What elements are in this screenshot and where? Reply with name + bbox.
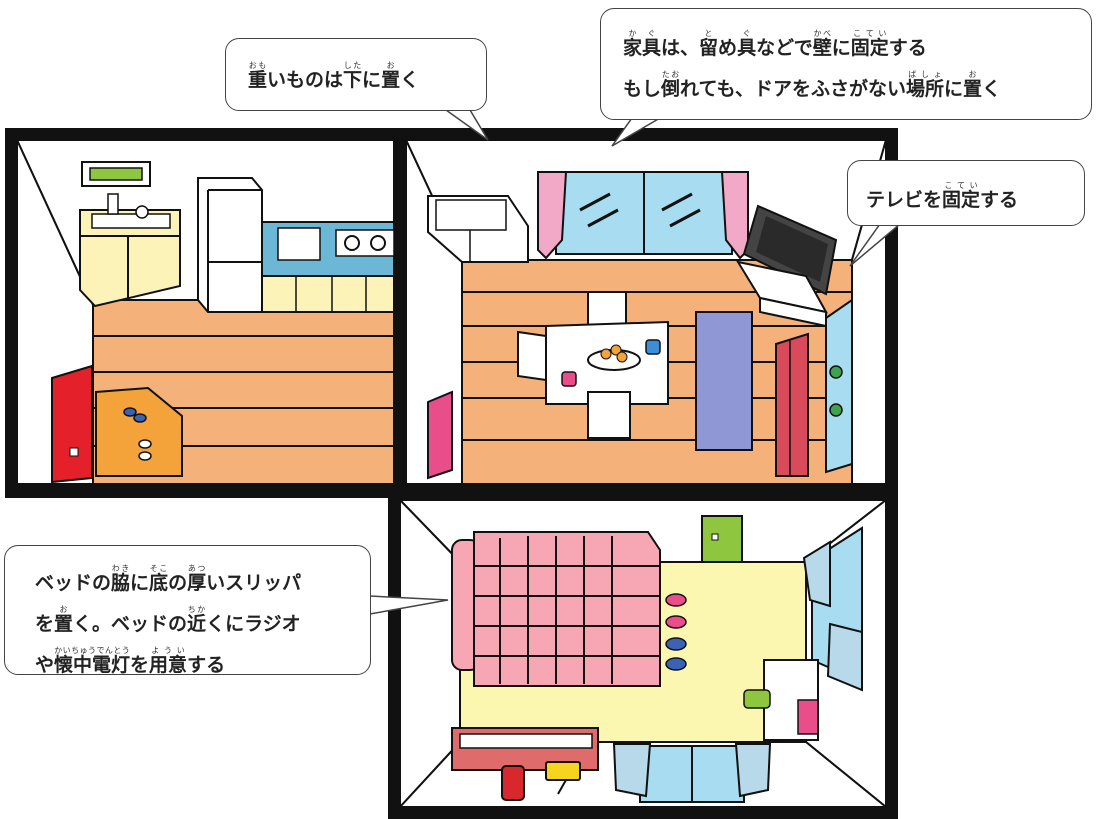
ruby-segment: 具ぐ [737,29,757,59]
radio [545,761,581,795]
callout-furniture-line-2: もし倒たおれても、ドアをふさがない場所ばしょに置おく [623,70,1091,101]
entrance-mat [95,386,183,477]
ruby-segment: 脇わき [111,564,131,594]
text-segment: する [980,189,1019,211]
callout-bed-line-3: や懐中電灯かいちゅうでんとうを用意よういする [35,646,370,677]
callout-bed-line-1: ベッドの脇わきに底そこの厚あついスリッパ [35,564,370,595]
ruby-segment: 倒たお [661,69,681,100]
text-segment: くにラジオ [206,612,301,635]
ruby-segment: 壁かべ [812,29,832,59]
ruby-segment: 厚あつ [187,564,207,594]
text-segment: を [130,653,150,676]
text-segment: く [982,77,1002,100]
text-segment: め [718,37,738,59]
text-segment: の [168,572,188,594]
text-segment: テレビを [866,189,943,211]
bookshelf [775,332,809,477]
ruby-segment: 留と [699,29,719,59]
kitchen-counter [261,221,395,313]
text-segment: などで [756,37,813,59]
living-room [404,139,888,485]
dining-table [517,291,669,439]
ruby-segment: 置お [962,69,982,100]
text-segment: する [888,37,927,59]
callout-bedside-prep: ベッドの脇わきに底そこの厚あついスリッパ を置おく。ベッドの近ちかくにラジオ や… [4,545,371,677]
living-window [537,171,749,260]
rug [695,311,753,451]
ruby-segment: 近ちか [187,604,207,635]
callout-secure-tv: テレビを固定こていする [847,160,1085,226]
text-segment: は、 [661,37,700,59]
callout-heavy-items-low: 重おもいものは下したに置おく [225,38,487,111]
text-segment: もし [623,77,662,100]
bed [451,531,661,687]
ruby-segment: 底そこ [149,564,169,594]
entrance-door [51,364,93,484]
ruby-segment: 重おも [248,61,268,91]
ruby-segment: 固定こてい [942,181,981,211]
television [735,204,838,328]
kitchen-window [81,161,151,187]
ruby-segment: 置お [381,61,401,91]
text-segment: に [831,37,851,59]
text-segment: する [187,653,226,676]
text-segment: に [362,69,382,91]
ruby-segment: 用意ようい [149,645,188,676]
desk [743,659,819,741]
text-segment: いスリッパ [206,572,302,594]
bedroom-bottom-window [612,743,772,803]
kitchen-sink-cabinet [79,193,181,308]
bedroom-door [701,515,743,563]
text-segment: く [400,69,420,91]
text-segment: や [35,653,55,676]
callout-tv-line-1: テレビを固定こていする [866,181,1084,212]
callout-secure-furniture: 家具かぐは、留とめ具ぐなどで壁かべに固定こていする もし倒たおれても、ドアをふさ… [600,8,1092,120]
text-segment: いものは [267,69,344,91]
text-segment: を [35,612,55,635]
cupboard [427,195,529,263]
balcony-door [825,298,853,474]
ruby-segment: 懐中電灯かいちゅうでんとう [54,645,131,676]
kitchen-room [15,139,395,485]
callout-heavy-line-1: 重おもいものは下したに置おく [248,61,486,92]
text-segment: ベッドの [35,572,112,594]
living-door [427,390,453,480]
callout-bed-line-2: を置おく。ベッドの近ちかくにラジオ [35,605,370,636]
flashlight [501,765,525,801]
bedroom-side-window [802,526,863,692]
text-segment: に [943,77,963,100]
text-segment: に [130,572,150,594]
slippers [665,593,687,671]
ruby-segment: 場所ばしょ [905,69,944,100]
ruby-segment: 置お [54,604,74,635]
text-segment: れても、ドアをふさがない [680,77,906,100]
ruby-segment: 家具かぐ [623,29,662,59]
ruby-segment: 下した [343,61,363,91]
bedroom [397,497,889,810]
callout-furniture-line-1: 家具かぐは、留とめ具ぐなどで壁かべに固定こていする [623,29,1091,60]
text-segment: く。ベッドの [73,612,188,635]
ruby-segment: 固定こてい [850,29,889,59]
low-shelf [451,727,599,771]
refrigerator [197,177,263,313]
